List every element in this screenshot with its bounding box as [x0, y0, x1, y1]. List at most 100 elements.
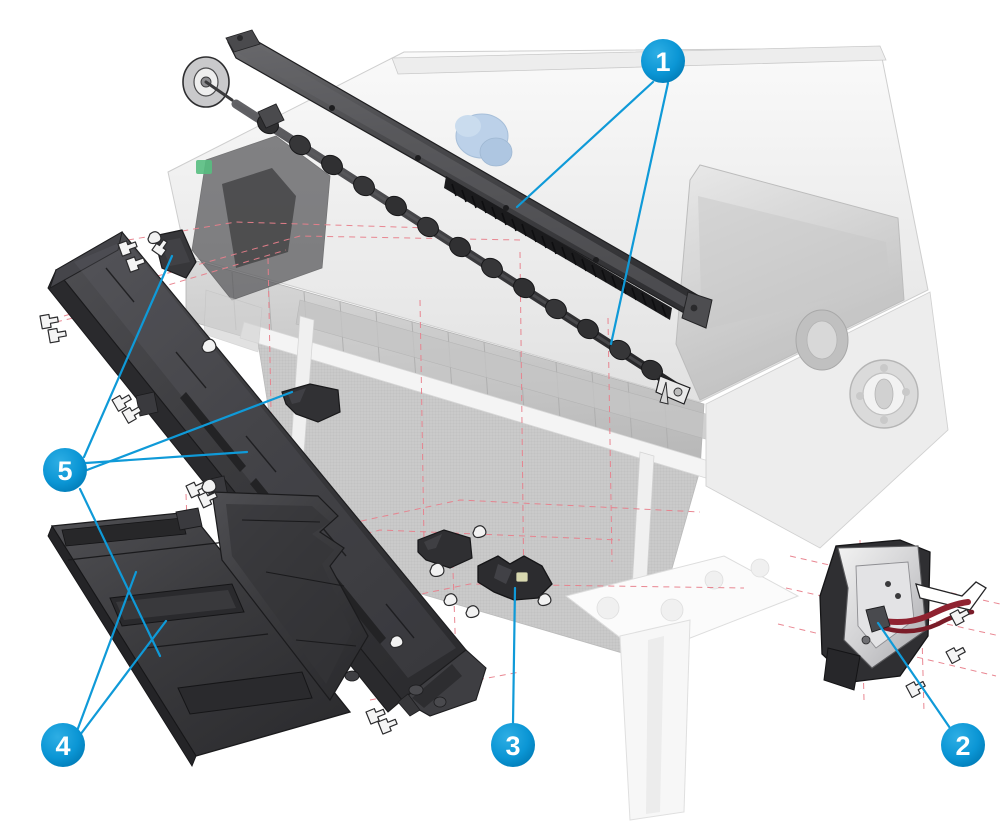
lower-panel-seam-1 — [67, 541, 227, 561]
lower-panel-tab — [175, 507, 203, 531]
fastener — [443, 593, 458, 607]
chassis-top-bar — [391, 45, 887, 75]
callout-4[interactable]: 4 — [41, 723, 85, 767]
chassis-right-cover-face — [698, 196, 890, 330]
lower-panel-rib-face — [116, 590, 236, 620]
rack-rail-right-ear — [681, 291, 713, 329]
screw — [197, 491, 218, 509]
screw — [377, 718, 398, 735]
stand-mount-hole-2 — [660, 598, 684, 622]
leader-line-1-2 — [609, 81, 670, 346]
part-hook-bracket-2 — [417, 529, 473, 569]
lower-panel-top-channel — [61, 517, 187, 547]
screw — [365, 708, 386, 725]
leader-line-1-1 — [515, 80, 655, 209]
chassis-left-bracket — [203, 289, 263, 353]
leader-line-5-3 — [85, 390, 294, 472]
stand-mount-hole-1 — [596, 596, 620, 620]
right-mech-harness — [875, 599, 971, 625]
pinch-shaft-right-fitting — [655, 375, 691, 405]
blue-roller-knob — [455, 113, 513, 167]
carriage-unit-face — [222, 168, 296, 268]
oval-fasteners — [147, 231, 552, 649]
rail-screw-point-1 — [329, 105, 335, 111]
screw — [125, 256, 146, 273]
callout-1[interactable]: 1 — [641, 39, 685, 83]
fastener — [429, 562, 445, 578]
part-lower-panel — [47, 507, 352, 767]
callout-bubble-1[interactable] — [641, 39, 685, 83]
fastener — [465, 605, 480, 619]
leader-line-2-1 — [876, 621, 952, 730]
long-cover-left-end — [49, 231, 123, 290]
fastener — [201, 478, 217, 494]
callout-bubble-2[interactable] — [941, 723, 985, 767]
small-bracket-insert — [515, 571, 529, 583]
part-rack-rail — [225, 29, 713, 329]
screw — [945, 646, 966, 665]
mounting-screws — [39, 239, 970, 735]
screw — [111, 394, 132, 412]
lower-panel-right-face — [226, 504, 352, 684]
part-lower-panel-right — [211, 491, 369, 702]
leader-line-4-1 — [75, 570, 138, 733]
callout-bubble-5[interactable] — [43, 448, 87, 492]
chassis-right-side-plate — [705, 291, 949, 549]
pinch-shaft-coupling — [257, 103, 285, 129]
right-mech-pivot — [861, 635, 871, 645]
right-mech-foot — [823, 647, 861, 691]
fastener — [389, 635, 404, 649]
chassis-gear-hub — [849, 359, 919, 429]
stand-mount-hole-3 — [704, 570, 724, 590]
screw — [151, 239, 168, 258]
chassis-drive-gear — [795, 309, 849, 371]
printer-chassis-ghost — [167, 45, 949, 821]
rail-screw-point-2 — [415, 155, 421, 161]
lower-panel-right-boss — [344, 670, 360, 682]
lower-panel-right-seam — [241, 519, 321, 523]
rail-screw-point-4 — [593, 257, 599, 263]
stand-leg-groove — [646, 636, 664, 814]
callout-bubble-3[interactable] — [491, 723, 535, 767]
fastener — [201, 338, 217, 354]
callout-5[interactable]: 5 — [43, 448, 87, 492]
leader-line-5-1 — [82, 254, 174, 459]
rack-rail-hole-left — [237, 35, 243, 41]
rail-screw-point-3 — [503, 205, 509, 211]
callout-leader-lines — [75, 80, 952, 737]
lower-panel-seam-2 — [145, 633, 269, 649]
rack-rail-highlight — [238, 42, 700, 314]
fastener — [537, 593, 552, 607]
lower-panel-right-seam-2 — [265, 571, 345, 587]
long-cover-right-mount — [397, 649, 487, 717]
callout-3[interactable]: 3 — [491, 723, 535, 767]
part-pinch-roller-shaft — [182, 56, 691, 405]
screw — [117, 240, 138, 257]
rack-rail-left-ear — [225, 29, 261, 53]
screw — [47, 327, 67, 344]
lower-panel-edge — [47, 525, 197, 767]
screw — [121, 406, 142, 424]
part-hook-bracket — [281, 383, 341, 423]
right-mech-pin-2 — [895, 593, 901, 599]
leader-line-5-4 — [78, 487, 162, 658]
callout-2[interactable]: 2 — [941, 723, 985, 767]
part-drive-pulley — [182, 56, 234, 108]
part-right-mechanism — [819, 539, 987, 691]
leader-line-3-1 — [511, 586, 517, 725]
stand-mount-hole-4 — [750, 558, 770, 578]
callout-bubble-4[interactable] — [41, 723, 85, 767]
pinch-roller-wheels — [257, 113, 663, 381]
screw — [949, 608, 970, 627]
rack-rail-hole-right — [690, 304, 698, 312]
right-mech-connector — [865, 605, 891, 633]
lower-panel-right-seam-3 — [295, 639, 357, 647]
fastener — [472, 525, 487, 539]
right-mech-pin-1 — [885, 581, 891, 587]
carriage-green-tab — [196, 160, 212, 174]
fastener — [147, 231, 162, 245]
part-small-bracket — [477, 555, 553, 601]
screw — [39, 313, 59, 330]
